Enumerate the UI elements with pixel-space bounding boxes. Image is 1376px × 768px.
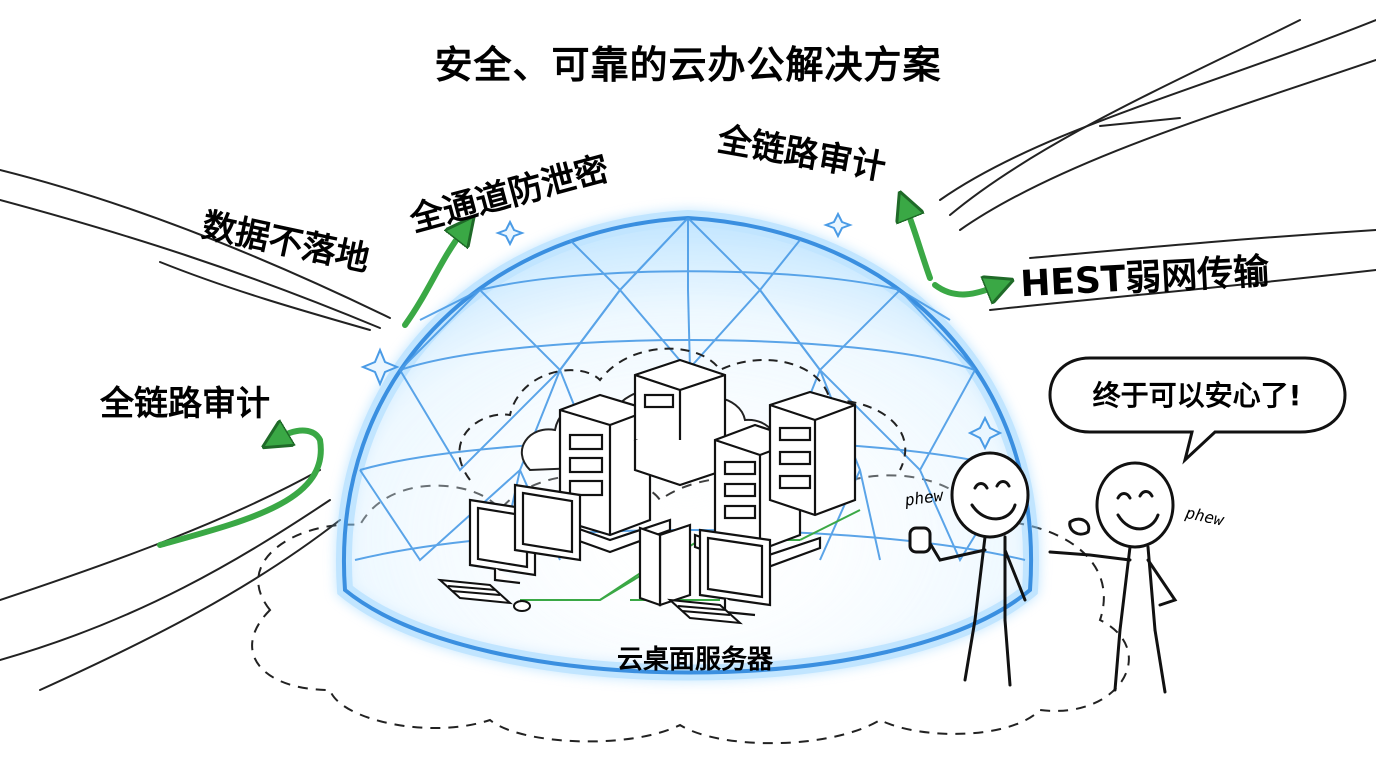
flow-lines-left: [0, 169, 391, 691]
arrow-icon: [157, 205, 1000, 548]
stick-figure-icon: [908, 451, 1178, 694]
server-rack-icon: [538, 358, 857, 572]
label-hest-weak-network: HEST弱网传输: [1019, 251, 1271, 305]
page-title: 安全、可靠的云办公解决方案: [434, 43, 941, 87]
mouse-icon: [513, 600, 531, 612]
label-cloud-desktop-server: 云桌面服务器: [617, 645, 774, 675]
keyboard-icon: [437, 578, 743, 625]
speech-bubble-text: 终于可以安心了!: [1093, 379, 1302, 412]
cloud-boundary-outer: [251, 474, 1130, 745]
flow-lines-right: [939, 19, 1376, 311]
monitor-icon: [468, 483, 772, 617]
speech-bubble-icon: [1048, 356, 1347, 465]
label-full-link-audit-left: 全链路审计: [99, 384, 270, 424]
label-full-link-audit-top: 全链路审计: [713, 119, 888, 188]
sparkle-icon: [360, 211, 1003, 451]
cloud-boundary-inner: [458, 347, 907, 481]
phew-right: phew: [1183, 503, 1227, 530]
